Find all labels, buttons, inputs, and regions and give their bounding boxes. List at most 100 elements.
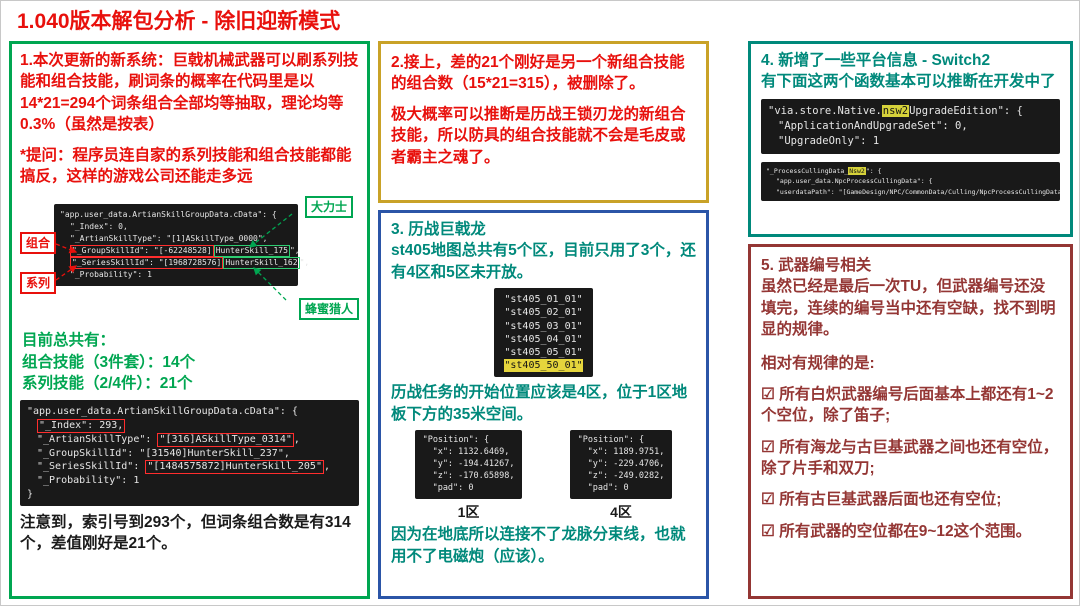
- section-deleted-combos: 2.接上，差的21个刚好是另一个新组合技能的组合数（15*21=315），被删除…: [378, 41, 709, 203]
- code-line: "app.user_data.NpcProcessCullingData": {: [776, 177, 933, 186]
- code-line: "_ProcessCullingData_Nsw2": {: [766, 166, 1055, 176]
- section1-note: 注意到，索引号到293个，但词条组合数是有314个，差值刚好是21个。: [20, 513, 351, 553]
- code-text: "_ArtianSkillType":: [37, 433, 158, 445]
- position-blocks: "Position": { "x": 1132.6469, "y": -194.…: [391, 430, 696, 522]
- code-line: "pad": 0: [587, 482, 629, 493]
- code-text: ",: [299, 258, 310, 268]
- code-line: "_ArtianSkillType": "[1]ASkillType_0000"…: [70, 234, 268, 244]
- code-text: "_SeriesSkillId":: [37, 461, 146, 473]
- section-platform-switch2: 4. 新增了一些平台信息 - Switch2 有下面这两个函数基本可以推断在开发…: [748, 41, 1073, 237]
- summary-line: 组合技能（3件套）：14个: [22, 353, 196, 371]
- position-code-zone4: "Position": { "x": 1189.9751, "y": -229.…: [569, 430, 673, 500]
- code-line: "x": 1189.9751,: [587, 446, 665, 457]
- label-honey-hunter: 蜂蜜猎人: [298, 298, 359, 321]
- annotated-code-screenshot: 组合 系列 大力士 蜂蜜猎人 "app.user_data.ArtianSkil…: [20, 196, 359, 324]
- rule-item: ☑ 所有海龙与古巨基武器之间也还有空位，除了片手和双刀;: [761, 438, 1059, 477]
- code-line: "Position": {: [577, 435, 645, 445]
- section5-title: 5. 武器编号相关: [761, 257, 872, 274]
- section2-para2: 极大概率可以推断是历战王锁刃龙的新组合技能，所以防具的组合技能就不会是毛皮或者霸…: [391, 105, 686, 166]
- position-zone4: "Position": { "x": 1189.9751, "y": -229.…: [569, 430, 673, 522]
- code-line: "_GroupSkillId": "[-62248528]HunterSkill…: [60, 245, 300, 257]
- code-highlight-red: "_GroupSkillId": "[-62248528]: [70, 245, 214, 257]
- code-line: "x": 1132.6469,: [432, 446, 510, 457]
- section3-para1: st405地图总共有5个区，目前只用了3个，还有4区和5区未开放。: [391, 242, 696, 281]
- code-text: "via.store.Native.: [768, 104, 882, 117]
- code-block-index-0: "app.user_data.ArtianSkillGroupData.cDat…: [54, 204, 309, 287]
- code-highlight-red: "[316]ASkillType_0314": [157, 432, 294, 447]
- code-line: "_ArtianSkillType": "[316]ASkillType_031…: [27, 432, 352, 447]
- code-block-culling-data: "_ProcessCullingData_Nsw2": { "app.user_…: [761, 162, 1060, 201]
- code-line: "z": -249.0282,: [587, 470, 665, 481]
- section2-para1: 2.接上，差的21个刚好是另一个新组合技能的组合数（15*21=315），被删除…: [391, 54, 685, 93]
- code-block-index-293: "app.user_data.ArtianSkillGroupData.cDat…: [20, 400, 359, 506]
- zone1-label: 1区: [457, 504, 480, 521]
- zone-id: "st405_02_01": [504, 307, 583, 319]
- code-line: "app.user_data.ArtianSkillGroupData.cDat…: [60, 210, 277, 220]
- section3-para2: 历战任务的开始位置应该是4区，位于1区地板下方的35米空间。: [391, 384, 688, 423]
- rule-item: ☑ 所有白炽武器编号后面基本上都还有1~2个空位，除了笛子;: [761, 385, 1054, 425]
- skill-count-summary: 目前总共有： 组合技能（3件套）：14个 系列技能（2/4件）：21个: [22, 330, 359, 394]
- section3-title: 3. 历战巨戟龙: [391, 221, 486, 238]
- code-line: "_Index": 0,: [70, 222, 128, 232]
- section5-para1: 虽然已经是最后一次TU，但武器编号还没填完，连续的编号当中还有空缺，找不到明显的…: [761, 278, 1056, 339]
- code-text: ": {: [865, 167, 882, 176]
- code-highlight-green: HunterSkill_175: [213, 245, 290, 257]
- code-line: "_Probability": 1: [37, 475, 140, 487]
- zone-id: "st405_05_01": [504, 346, 583, 358]
- summary-line: 系列技能（2/4件）：21个: [22, 375, 193, 392]
- code-text: ",: [289, 246, 300, 256]
- code-line: "UpgradeOnly": 1: [778, 135, 880, 148]
- position-code-zone1: "Position": { "x": 1132.6469, "y": -194.…: [414, 430, 523, 500]
- section4-title1: 4. 新增了一些平台信息 - Switch2: [761, 52, 991, 69]
- section-new-system: 1.本次更新的新系统：巨戟机械武器可以刷系列技能和组合技能，刷词条的概率在代码里…: [9, 41, 370, 599]
- section-map-st405: 3. 历战巨戟龙 st405地图总共有5个区，目前只用了3个，还有4区和5区未开…: [378, 210, 709, 599]
- code-text: ,: [293, 433, 300, 445]
- code-line: "userdataPath": "[GameDesign/NPC/CommonD…: [766, 187, 1060, 197]
- section4-title2: 有下面这两个函数基本可以推断在开发中了: [761, 73, 1056, 91]
- code-block-upgrade-edition: "via.store.Native.nsw2UpgradeEdition": {…: [761, 98, 1060, 155]
- code-highlight-yellow: nsw2: [881, 104, 910, 117]
- rule-item: ☑ 所有古巨基武器后面也还有空位;: [761, 491, 1002, 509]
- code-text: UpgradeEdition": {: [909, 104, 1023, 117]
- code-highlight-yellow: Nsw2: [848, 167, 866, 176]
- page-title: 1.040版本解包分析 - 除旧迎新模式: [17, 10, 341, 33]
- code-text: "userdataPath": "[GameDesign/NPC/CommonD…: [776, 187, 1060, 196]
- section-weapon-numbering: 5. 武器编号相关 虽然已经是最后一次TU，但武器编号还没填完，连续的编号当中还…: [748, 244, 1073, 599]
- section1-question: *提问：程序员连自家的系列技能和组合技能都能搞反，这样的游戏公司还能走多远: [20, 146, 352, 185]
- code-line: "pad": 0: [432, 482, 474, 493]
- rule-item: ☑ 所有武器的空位都在9~12这个范围。: [761, 522, 1032, 540]
- label-strongarm: 大力士: [304, 196, 353, 219]
- code-highlight-red: "[1484575872]HunterSkill_205": [145, 460, 324, 475]
- zone-id-highlighted: "st405_50_01": [504, 359, 583, 373]
- zone-id: "st405_01_01": [504, 294, 583, 306]
- position-zone1: "Position": { "x": 1132.6469, "y": -194.…: [414, 430, 523, 522]
- code-highlight-red: "_Index": 293,: [37, 418, 126, 433]
- zone-id: "st405_04_01": [504, 333, 583, 345]
- code-line: "_SeriesSkillId": "[1484575872]HunterSki…: [27, 460, 352, 475]
- code-highlight-green: HunterSkill_162: [223, 257, 300, 269]
- code-line: "ApplicationAndUpgradeSet": 0,: [778, 119, 968, 132]
- code-line: "y": -229.4706,: [587, 458, 665, 469]
- section3-para3: 因为在地底所以连接不了龙脉分束线，也就用不了电磁炮（应该）。: [391, 526, 686, 565]
- zone-id-list: "st405_01_01" "st405_02_01" "st405_03_01…: [494, 288, 593, 378]
- code-text: "_ProcessCullingData_: [766, 167, 849, 176]
- code-line: "_GroupSkillId": "[31540]HunterSkill_237…: [37, 447, 290, 459]
- zone4-label: 4区: [610, 504, 632, 521]
- zone-id: "st405_03_01": [504, 320, 583, 332]
- code-line: "via.store.Native.nsw2UpgradeEdition": {: [768, 104, 1053, 119]
- code-line: "Position": {: [422, 435, 490, 445]
- code-line: "z": -170.65898,: [432, 470, 515, 481]
- code-line: }: [27, 488, 34, 500]
- summary-line: 目前总共有：: [22, 332, 116, 350]
- code-line: "app.user_data.ArtianSkillGroupData.cDat…: [27, 406, 298, 418]
- code-line: "_Index": 293,: [27, 418, 352, 433]
- section1-intro: 1.本次更新的新系统：巨戟机械武器可以刷系列技能和组合技能，刷词条的概率在代码里…: [20, 52, 359, 134]
- code-line: "y": -194.41267,: [432, 458, 515, 469]
- label-series-skill: 系列: [20, 272, 57, 295]
- code-highlight-red: "_SeriesSkillId": "[1968728576]: [70, 257, 224, 269]
- section5-para2: 相对有规律的是:: [761, 354, 875, 372]
- label-combo-skill: 组合: [20, 232, 57, 255]
- code-text: ,: [323, 461, 331, 473]
- code-line: "_Probability": 1: [70, 270, 152, 280]
